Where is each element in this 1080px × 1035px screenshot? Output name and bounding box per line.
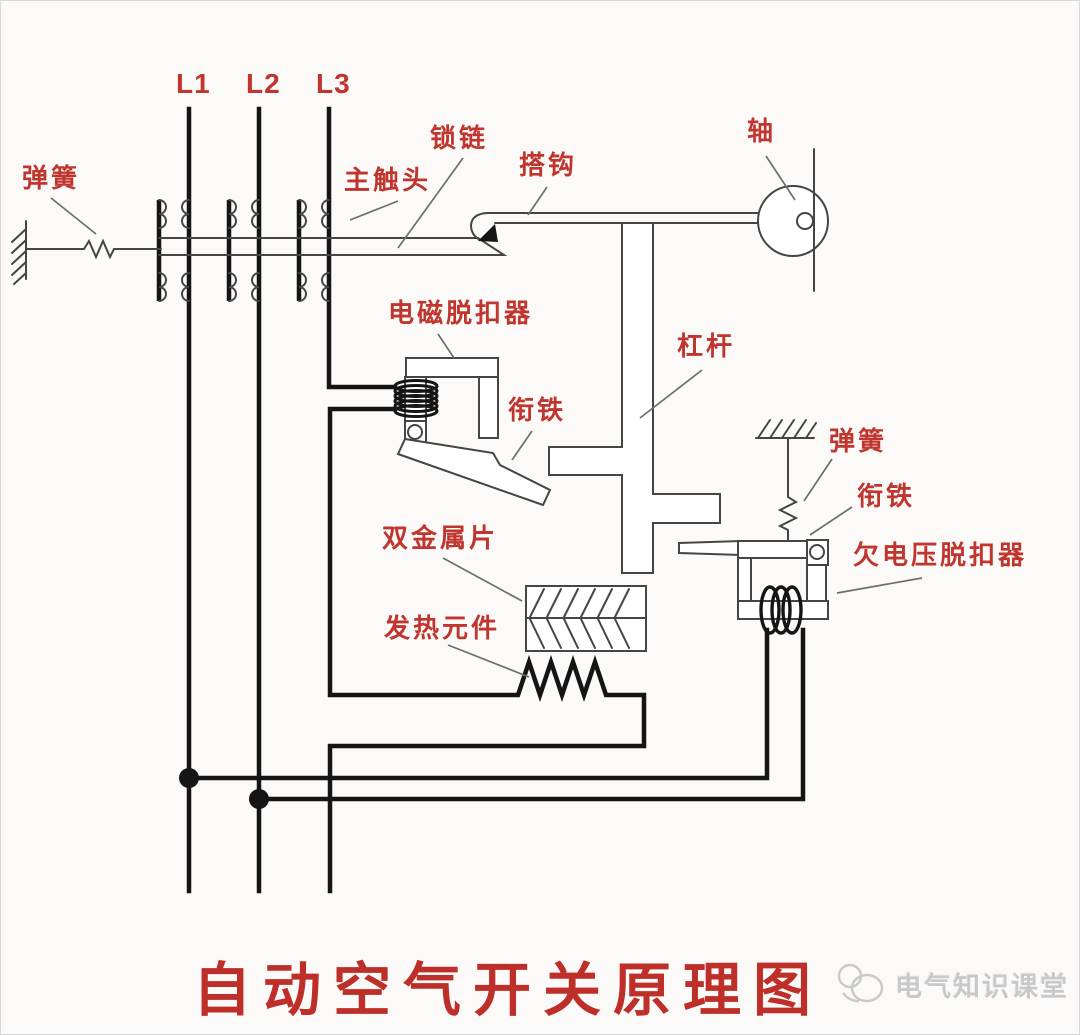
pointer-spring-left: [50, 197, 97, 235]
pointer-lock-chain: [397, 157, 464, 249]
label-armature-right: 衔铁: [857, 482, 916, 511]
label-hook: 搭钩: [519, 151, 578, 180]
pointer-spring-right: [803, 458, 833, 502]
shaft-disc: [757, 185, 829, 257]
label-lock-chain: 锁链: [430, 124, 489, 153]
junction-dot-l1: [179, 768, 199, 788]
contact-bump: [228, 199, 237, 229]
pointer-lever: [639, 369, 703, 419]
label-phase-l1: L1: [176, 68, 211, 99]
uv-coil-bus-l2: [256, 627, 806, 802]
l3-heater-circuit: [327, 406, 647, 894]
undervoltage-trip: [678, 539, 829, 635]
wall-hatching: [11, 228, 27, 285]
pointer-shaft: [765, 155, 796, 201]
bimetal-hatch-top: [529, 588, 630, 618]
electromagnetic-trip: [393, 357, 552, 507]
label-main-contact: 主触头: [344, 166, 432, 195]
contact-bump: [251, 199, 260, 229]
shaft-assembly: [757, 148, 829, 292]
pointer-armature-left: [511, 430, 533, 461]
right-spring-assembly: [755, 419, 817, 542]
contact-bump: [298, 199, 307, 229]
junction-dot-l2: [249, 789, 269, 809]
left-spring-assembly: [25, 238, 162, 260]
label-bimetal: 双金属片: [382, 524, 499, 553]
crossbar-outline: [158, 237, 508, 256]
contact-bump: [321, 199, 330, 229]
label-em-trip: 电磁脱扣器: [388, 299, 534, 328]
em-yoke-leg: [478, 376, 499, 439]
uv-coil: [759, 585, 803, 635]
uv-core-left-leg: [737, 557, 752, 602]
em-armature: [396, 437, 552, 507]
hook-bar: [469, 212, 764, 242]
label-phase-l2: L2: [246, 68, 281, 99]
pointer-bimetal: [442, 557, 523, 602]
watermark: 电气知识课堂: [835, 961, 1069, 1007]
em-yoke-top: [405, 357, 499, 378]
wall-anchor: [11, 220, 27, 285]
uv-coil-bus-l1: [186, 627, 770, 781]
uv-spring: [777, 437, 799, 542]
diagram-title: 自动空气开关原理图: [193, 958, 824, 1023]
pointer-hook: [527, 186, 548, 216]
lever-body: [548, 222, 721, 574]
pointer-armature-right: [809, 506, 853, 536]
label-heater: 发热元件: [384, 614, 501, 643]
contact-bump: [181, 199, 190, 229]
contact-bump: [298, 272, 307, 302]
hook-bar-top: [469, 212, 764, 241]
label-phase-l3: L3: [316, 68, 351, 99]
label-lever: 杠杆: [677, 332, 736, 361]
label-shaft: 轴: [747, 117, 777, 146]
uv-armature-plate: [737, 540, 809, 559]
lever-assembly: [548, 222, 721, 574]
pointer-uv-trip: [836, 577, 923, 594]
label-spring-left: 弹簧: [22, 164, 81, 193]
pointer-main-contact: [349, 200, 399, 221]
bimetal-strip: [525, 585, 647, 652]
bimetal-hatch-bottom: [529, 618, 630, 649]
watermark-text: 电气知识课堂: [895, 971, 1069, 1002]
ceiling-hatching: [757, 419, 817, 439]
uv-hinge-pin: [809, 544, 825, 560]
contact-bump: [228, 272, 237, 302]
contact-crossbar: [158, 237, 508, 256]
uv-armature-tip: [678, 539, 742, 557]
contact-bump: [251, 272, 260, 302]
phase-wiring: [186, 106, 806, 894]
label-uv-trip: 欠电压脱扣器: [853, 541, 1028, 570]
pointer-em-trip: [437, 333, 455, 359]
junction-dots: [179, 768, 269, 809]
contact-bump: [158, 199, 167, 229]
latch-wedge: [478, 224, 498, 242]
uv-core-right-leg: [806, 564, 827, 602]
em-coil: [393, 379, 439, 418]
label-spring-right: 弹簧: [829, 427, 888, 456]
main-contacts: [156, 199, 330, 302]
watermark-logo-icon: [837, 963, 884, 1003]
l3-conductor-to-coil: [326, 106, 398, 390]
shaft-hole: [796, 212, 814, 230]
contact-bump: [158, 272, 167, 302]
contact-bump: [181, 272, 190, 302]
pointer-lines: [50, 155, 923, 678]
em-pivot-hole: [407, 424, 423, 440]
tension-spring: [25, 238, 162, 260]
em-core: [404, 376, 427, 422]
pointer-heater: [447, 644, 530, 678]
contact-bump: [321, 272, 330, 302]
label-armature-left: 衔铁: [508, 396, 567, 425]
